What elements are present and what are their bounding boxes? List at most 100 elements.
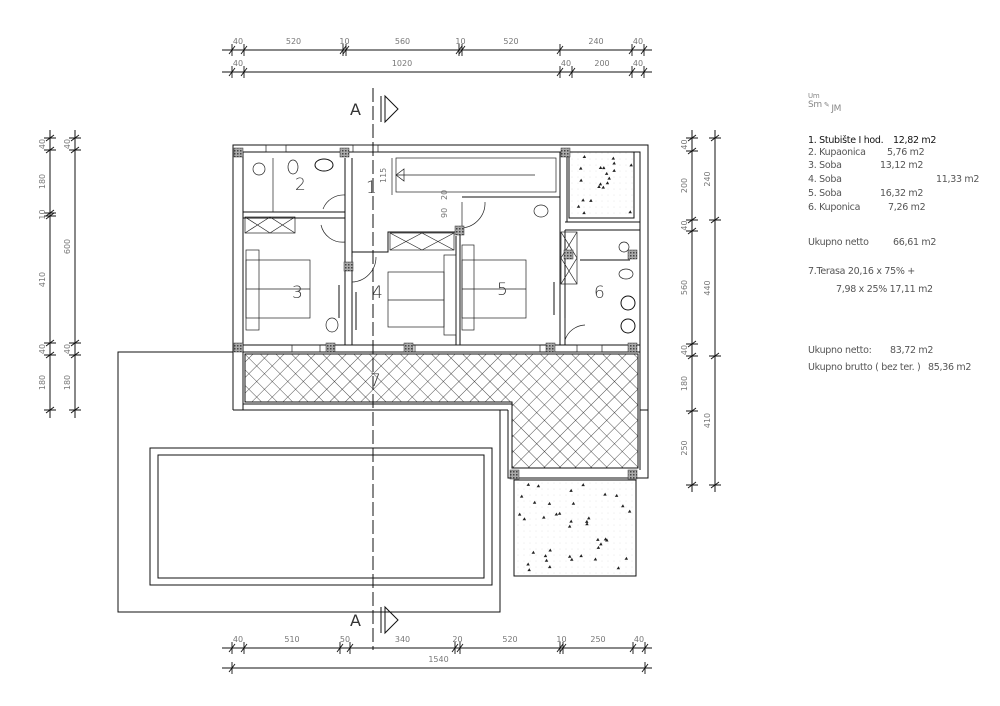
dimension-tick — [240, 642, 248, 654]
column — [233, 147, 244, 158]
dimension-label: 340 — [395, 635, 410, 644]
dimension-tick — [686, 481, 698, 489]
gravel-mark — [554, 512, 559, 516]
legend-room-name: 6. Kuponica — [808, 202, 861, 213]
dimension-tick — [342, 44, 350, 56]
gravel-mark — [569, 519, 573, 523]
column — [233, 342, 244, 353]
gravel-mark — [611, 156, 615, 160]
gravel-mark — [576, 204, 581, 208]
dimension-tick — [556, 66, 564, 78]
gravel-mark — [544, 558, 549, 562]
terrace-line-1: 7.Terasa 20,16 x 75% + — [808, 266, 915, 277]
gravel-mark — [601, 166, 606, 170]
gravel-mark — [596, 545, 601, 549]
furniture — [244, 158, 636, 341]
dimension-label: 180 — [680, 376, 689, 391]
dimension-label: 520 — [503, 37, 518, 46]
dimension-label: 1540 — [428, 655, 448, 664]
dimension-label: 520 — [286, 37, 301, 46]
dimension-tick — [44, 134, 56, 142]
terrace-line-2: 7,98 x 25% 17,11 m2 — [836, 284, 933, 295]
gravel-mark — [581, 198, 585, 202]
legend-room-name: 2. Kupaonica — [808, 147, 866, 158]
dimension-label: 40 — [63, 344, 72, 354]
dimension-label: 410 — [38, 272, 47, 287]
dimension-tick — [686, 216, 698, 224]
gravel-mark — [569, 557, 574, 561]
gravel-mark — [579, 554, 583, 558]
gravel-mark — [597, 185, 601, 189]
dimension-label: 180 — [38, 375, 47, 390]
section-line-a: A A — [350, 88, 399, 650]
gravel-mark — [612, 161, 616, 165]
legend-room-area: 12,82 m2 — [893, 135, 937, 146]
dimension-label: 10 — [339, 37, 349, 46]
gravel-mark — [628, 210, 632, 214]
gravel-mark — [567, 554, 572, 558]
gravel-mark — [532, 500, 537, 504]
gravel-mark — [586, 516, 591, 520]
dimension-tick — [44, 212, 56, 220]
legend-room-name: 1. Stubište I hod. — [808, 135, 884, 146]
dimension-tick — [69, 339, 81, 347]
gravel-mark — [531, 550, 536, 554]
gravel-mark — [598, 182, 603, 186]
column — [563, 249, 574, 260]
column — [403, 342, 414, 353]
gravel-mark — [541, 515, 546, 519]
dimension-label: 50 — [340, 635, 350, 644]
gravel-mark — [584, 519, 589, 523]
legend-room-area: 13,12 m2 — [880, 160, 924, 171]
column — [545, 342, 556, 353]
dimension-tick — [709, 216, 721, 224]
column — [627, 249, 638, 260]
dimension-label: 180 — [38, 174, 47, 189]
column — [560, 147, 571, 158]
gravel-mark — [571, 501, 576, 505]
total-gross-value: 85,36 m2 — [928, 362, 972, 373]
dimension-label: 40 — [63, 139, 72, 149]
dimension-label: 410 — [703, 413, 712, 428]
gravel-mark — [526, 562, 530, 566]
gravel-mark — [582, 211, 586, 215]
dimension-tick — [709, 134, 721, 142]
dimension-label: 510 — [284, 635, 299, 644]
gravel-mark — [522, 517, 527, 521]
dimension-label: 20 — [452, 635, 462, 644]
gravel-mark — [569, 488, 573, 492]
legend-room-area: 7,26 m2 — [888, 202, 926, 213]
gravel-mark — [589, 198, 593, 202]
dimension-tick — [69, 406, 81, 414]
dimension-label: 40 — [634, 635, 644, 644]
dimension-label: 10 — [455, 37, 465, 46]
dimension-label: 40 — [561, 59, 571, 68]
gravel-mark — [603, 492, 607, 496]
dimension-tick — [451, 642, 459, 654]
gravel-mark — [601, 185, 605, 189]
dimension-label: 250 — [590, 635, 605, 644]
dimension-tick — [686, 340, 698, 348]
dimension-tick — [69, 146, 81, 154]
dimension-tick — [629, 642, 637, 654]
gravel-mark — [614, 493, 619, 497]
room-3: 3 — [292, 283, 303, 303]
dimension-label: 10 — [38, 209, 47, 219]
room-2: 2 — [295, 175, 306, 195]
dimension-tick — [44, 351, 56, 359]
dimension-label: 180 — [63, 375, 72, 390]
dimension-tick — [44, 146, 56, 154]
dimension-label: 40 — [38, 344, 47, 354]
net-total-label: Ukupno netto — [808, 237, 869, 248]
dimension-label: 40 — [233, 37, 243, 46]
room-7: 7 — [370, 371, 381, 391]
dimension-tick — [228, 642, 236, 654]
dimension-tick — [69, 351, 81, 359]
dimension-tick — [641, 662, 649, 674]
gravel-mark — [603, 537, 608, 541]
column — [343, 261, 354, 272]
gravel-mark — [543, 554, 548, 558]
column — [339, 147, 350, 158]
